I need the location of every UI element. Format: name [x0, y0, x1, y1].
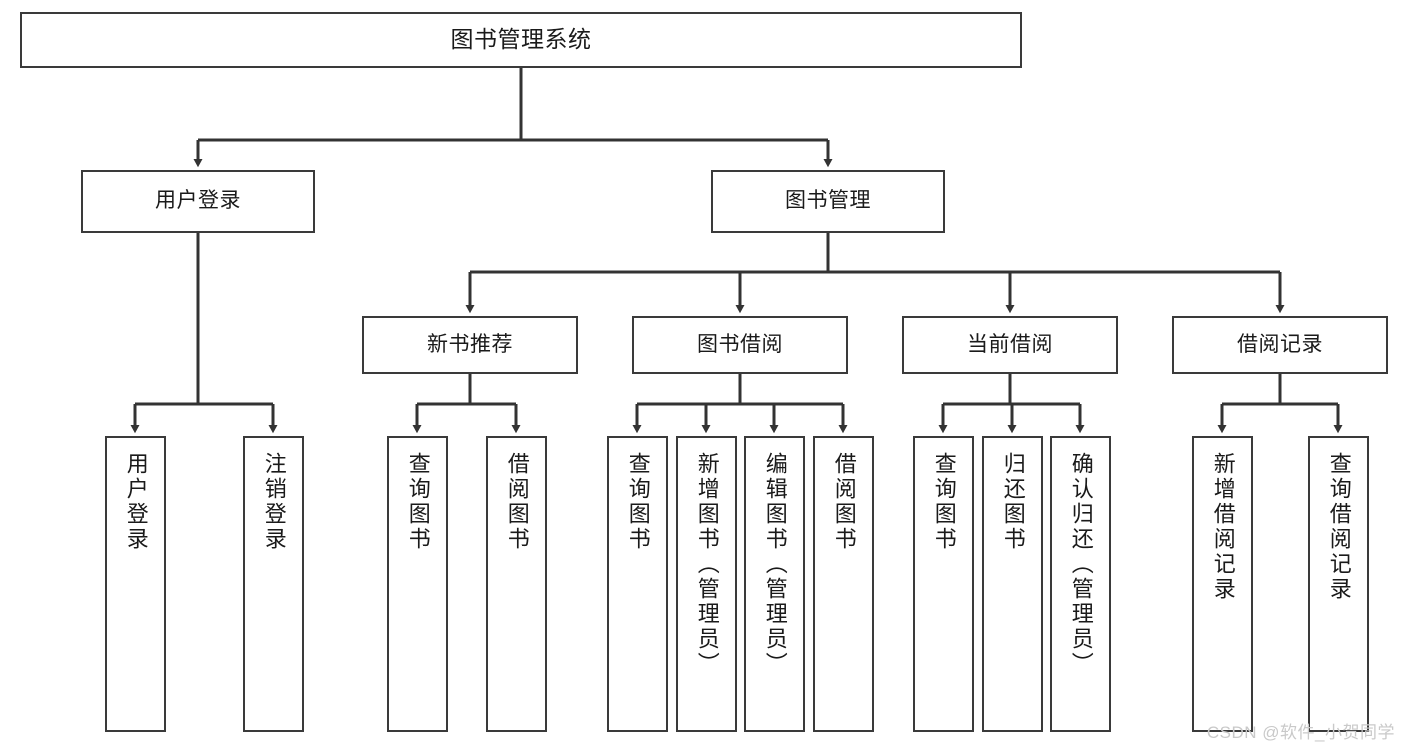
node-label: 注销登录 — [261, 452, 287, 552]
node-user-login[interactable]: 用户登录 — [81, 170, 315, 233]
leaf-current-borrow-return[interactable]: 归还图书 — [982, 436, 1043, 732]
node-label: 图书借阅 — [697, 332, 783, 356]
leaf-book-borrow-add[interactable]: 新增图书（管理员） — [676, 436, 737, 732]
leaf-book-borrow-borrow[interactable]: 借阅图书 — [813, 436, 874, 732]
node-label: 新书推荐 — [427, 332, 513, 356]
leaf-user-login-login[interactable]: 用户登录 — [105, 436, 166, 732]
leaf-book-borrow-edit[interactable]: 编辑图书（管理员） — [744, 436, 805, 732]
node-label: 查询图书 — [931, 452, 957, 552]
node-borrow-record[interactable]: 借阅记录 — [1172, 316, 1388, 374]
csdn-watermark: CSDN @软件_小贺同学 — [1206, 723, 1395, 742]
node-label: 图书管理系统 — [450, 26, 592, 53]
node-label: 借阅记录 — [1237, 332, 1323, 356]
node-label: 确认归还（管理员） — [1068, 452, 1094, 677]
node-label: 归还图书 — [1000, 452, 1026, 552]
node-label: 用户登录 — [155, 189, 241, 213]
node-label: 借阅图书 — [831, 452, 857, 552]
node-current-borrow[interactable]: 当前借阅 — [902, 316, 1118, 374]
leaf-book-borrow-query[interactable]: 查询图书 — [607, 436, 668, 732]
node-label: 查询借阅记录 — [1326, 452, 1352, 602]
leaf-new-book-query[interactable]: 查询图书 — [387, 436, 448, 732]
node-book-management-system[interactable]: 图书管理系统 — [20, 12, 1022, 68]
node-label: 新增图书（管理员） — [694, 452, 720, 677]
node-book-borrow[interactable]: 图书借阅 — [632, 316, 848, 374]
leaf-borrow-record-query[interactable]: 查询借阅记录 — [1308, 436, 1369, 732]
leaf-user-login-logout[interactable]: 注销登录 — [243, 436, 304, 732]
leaf-borrow-record-add[interactable]: 新增借阅记录 — [1192, 436, 1253, 732]
leaf-current-borrow-confirm-return[interactable]: 确认归还（管理员） — [1050, 436, 1111, 732]
node-book-management[interactable]: 图书管理 — [711, 170, 945, 233]
node-label: 编辑图书（管理员） — [762, 452, 788, 677]
node-label: 新增借阅记录 — [1210, 452, 1236, 602]
node-label: 图书管理 — [785, 189, 871, 213]
node-label: 查询图书 — [405, 452, 431, 552]
node-label: 用户登录 — [123, 452, 149, 552]
node-new-book-recommend[interactable]: 新书推荐 — [362, 316, 578, 374]
node-label: 当前借阅 — [967, 332, 1053, 356]
node-label: 借阅图书 — [504, 452, 530, 552]
leaf-current-borrow-query[interactable]: 查询图书 — [913, 436, 974, 732]
leaf-new-book-borrow[interactable]: 借阅图书 — [486, 436, 547, 732]
node-label: 查询图书 — [625, 452, 651, 552]
